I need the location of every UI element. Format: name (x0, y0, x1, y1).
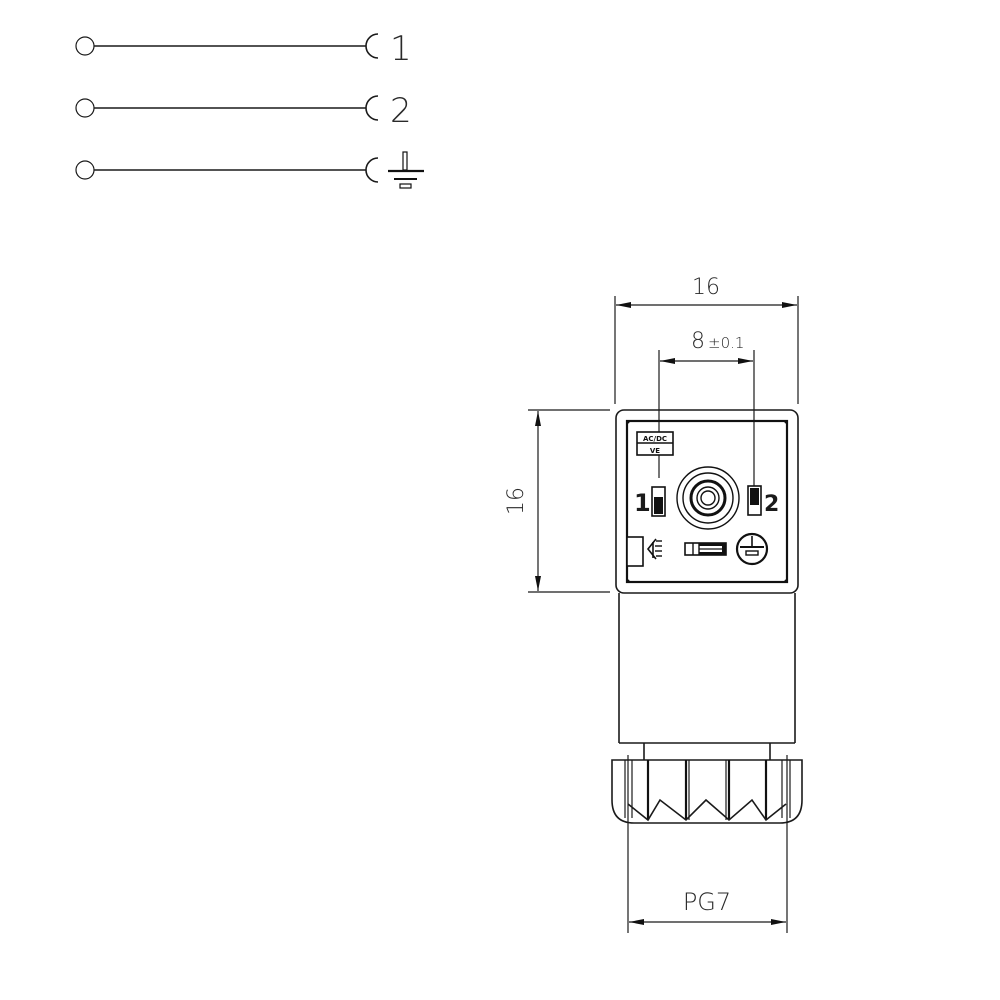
dimension-gland: PG7 (627, 755, 788, 933)
gland-thread-label: PG7 (683, 888, 731, 916)
wire-label-2: 2 (390, 91, 412, 131)
dimension-height: 16 (504, 409, 610, 593)
pin-2-label: 2 (764, 492, 779, 517)
knurl-pattern (627, 798, 787, 822)
wiring-schematic: 1 2 (75, 29, 424, 189)
cable-gland (611, 759, 803, 824)
connector-body (618, 593, 796, 760)
wire-label-1: 1 (390, 29, 412, 69)
socket-contact-icon (365, 157, 379, 183)
height-value: 16 (504, 487, 529, 515)
connector-face: AC/DC VE 1 2 (615, 409, 799, 594)
polarity-bar-icon (684, 542, 727, 556)
voltage-marker-icon (626, 536, 662, 567)
pin-spacing-value: 8 (691, 329, 705, 354)
voltage-marking-box: AC/DC VE (636, 431, 674, 456)
marking-ve: VE (650, 447, 660, 455)
pin-spacing-tolerance: ±0.1 (708, 334, 744, 352)
socket-contact-icon (365, 95, 379, 121)
terminal-circle-icon (75, 36, 95, 56)
terminal-circle-icon (75, 98, 95, 118)
dimension-pin-spacing: 8 ±0.1 (658, 329, 755, 486)
protective-earth-icon (735, 532, 769, 566)
terminal-circle-icon (75, 160, 95, 180)
dimension-width: 16 (614, 275, 799, 404)
wire-2: 2 (75, 91, 412, 131)
wire-1: 1 (75, 29, 412, 69)
socket-contact-icon (365, 33, 379, 59)
pin-2: 2 (747, 485, 779, 517)
ground-icon (388, 151, 424, 189)
pin-1: 1 (634, 486, 666, 517)
center-screw-icon (676, 466, 740, 530)
marking-acdc: AC/DC (643, 435, 667, 443)
pin-1-label: 1 (634, 489, 651, 517)
width-value: 16 (692, 275, 720, 300)
wire-ground (75, 151, 424, 189)
